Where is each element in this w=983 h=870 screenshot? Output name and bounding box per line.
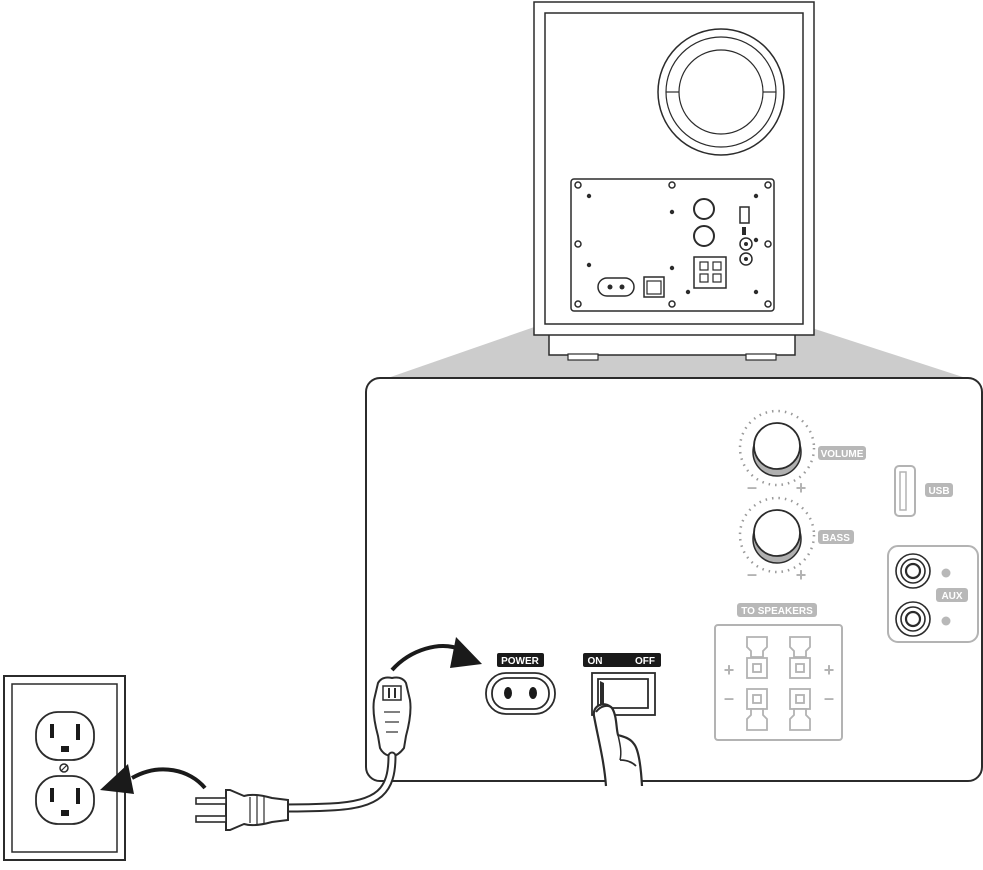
volume-minus-label: – [747, 477, 757, 497]
hand-pressing-switch [592, 703, 644, 787]
zoomed-back-panel: – + VOLUME – + BASS USB [365, 377, 983, 787]
usb-label-badge: USB [925, 483, 953, 497]
speaker-terminals: TO SPEAKERS R L + – + – [714, 603, 843, 741]
terminal-plus-right: + [824, 660, 835, 680]
aux-channel-dot-l [941, 568, 951, 578]
iec-connector [372, 676, 412, 758]
switch-on-label: ON [588, 656, 603, 667]
volume-plus-label: + [796, 478, 807, 498]
aux-channel-dot-r [941, 616, 951, 626]
power-cord [195, 676, 412, 831]
subwoofer-foot-left [567, 353, 599, 361]
switch-off-label: OFF [635, 656, 655, 667]
bass-label-badge: BASS [818, 530, 854, 544]
aux-label: AUX [941, 591, 962, 602]
power-label: POWER [501, 656, 540, 667]
aux-jack-left [895, 553, 931, 589]
aux-jack-right [895, 601, 931, 637]
volume-knob: – + [738, 409, 816, 498]
bass-knob: – + [738, 496, 816, 585]
small-back-plate [570, 178, 775, 312]
wall-outlet [3, 675, 126, 861]
power-switch: ON OFF [583, 653, 661, 716]
bass-minus-label: – [747, 564, 757, 584]
bass-label: BASS [822, 533, 850, 544]
wall-plug [195, 789, 289, 831]
bass-plus-label: + [796, 565, 807, 585]
subwoofer-unit [382, 1, 972, 380]
arrow-to-wall-outlet [100, 764, 207, 794]
aux-panel: AUX [887, 545, 979, 643]
outlet-screw [59, 763, 69, 773]
usb-label: USB [928, 486, 949, 497]
arrow-to-power-socket [390, 637, 482, 672]
terminal-minus-left: – [724, 688, 734, 708]
terminal-minus-right: – [824, 688, 834, 708]
subwoofer-base [548, 332, 796, 356]
outlet-receptacle-top [35, 711, 95, 761]
power-socket: POWER [485, 653, 556, 715]
usb-port [894, 465, 916, 517]
volume-label: VOLUME [821, 449, 864, 460]
terminal-plus-left: + [724, 660, 735, 680]
subwoofer-foot-right [745, 353, 777, 361]
bass-port [657, 28, 785, 156]
outlet-receptacle-bottom [35, 775, 95, 825]
to-speakers-label: TO SPEAKERS [741, 606, 813, 617]
volume-label-badge: VOLUME [818, 446, 866, 460]
